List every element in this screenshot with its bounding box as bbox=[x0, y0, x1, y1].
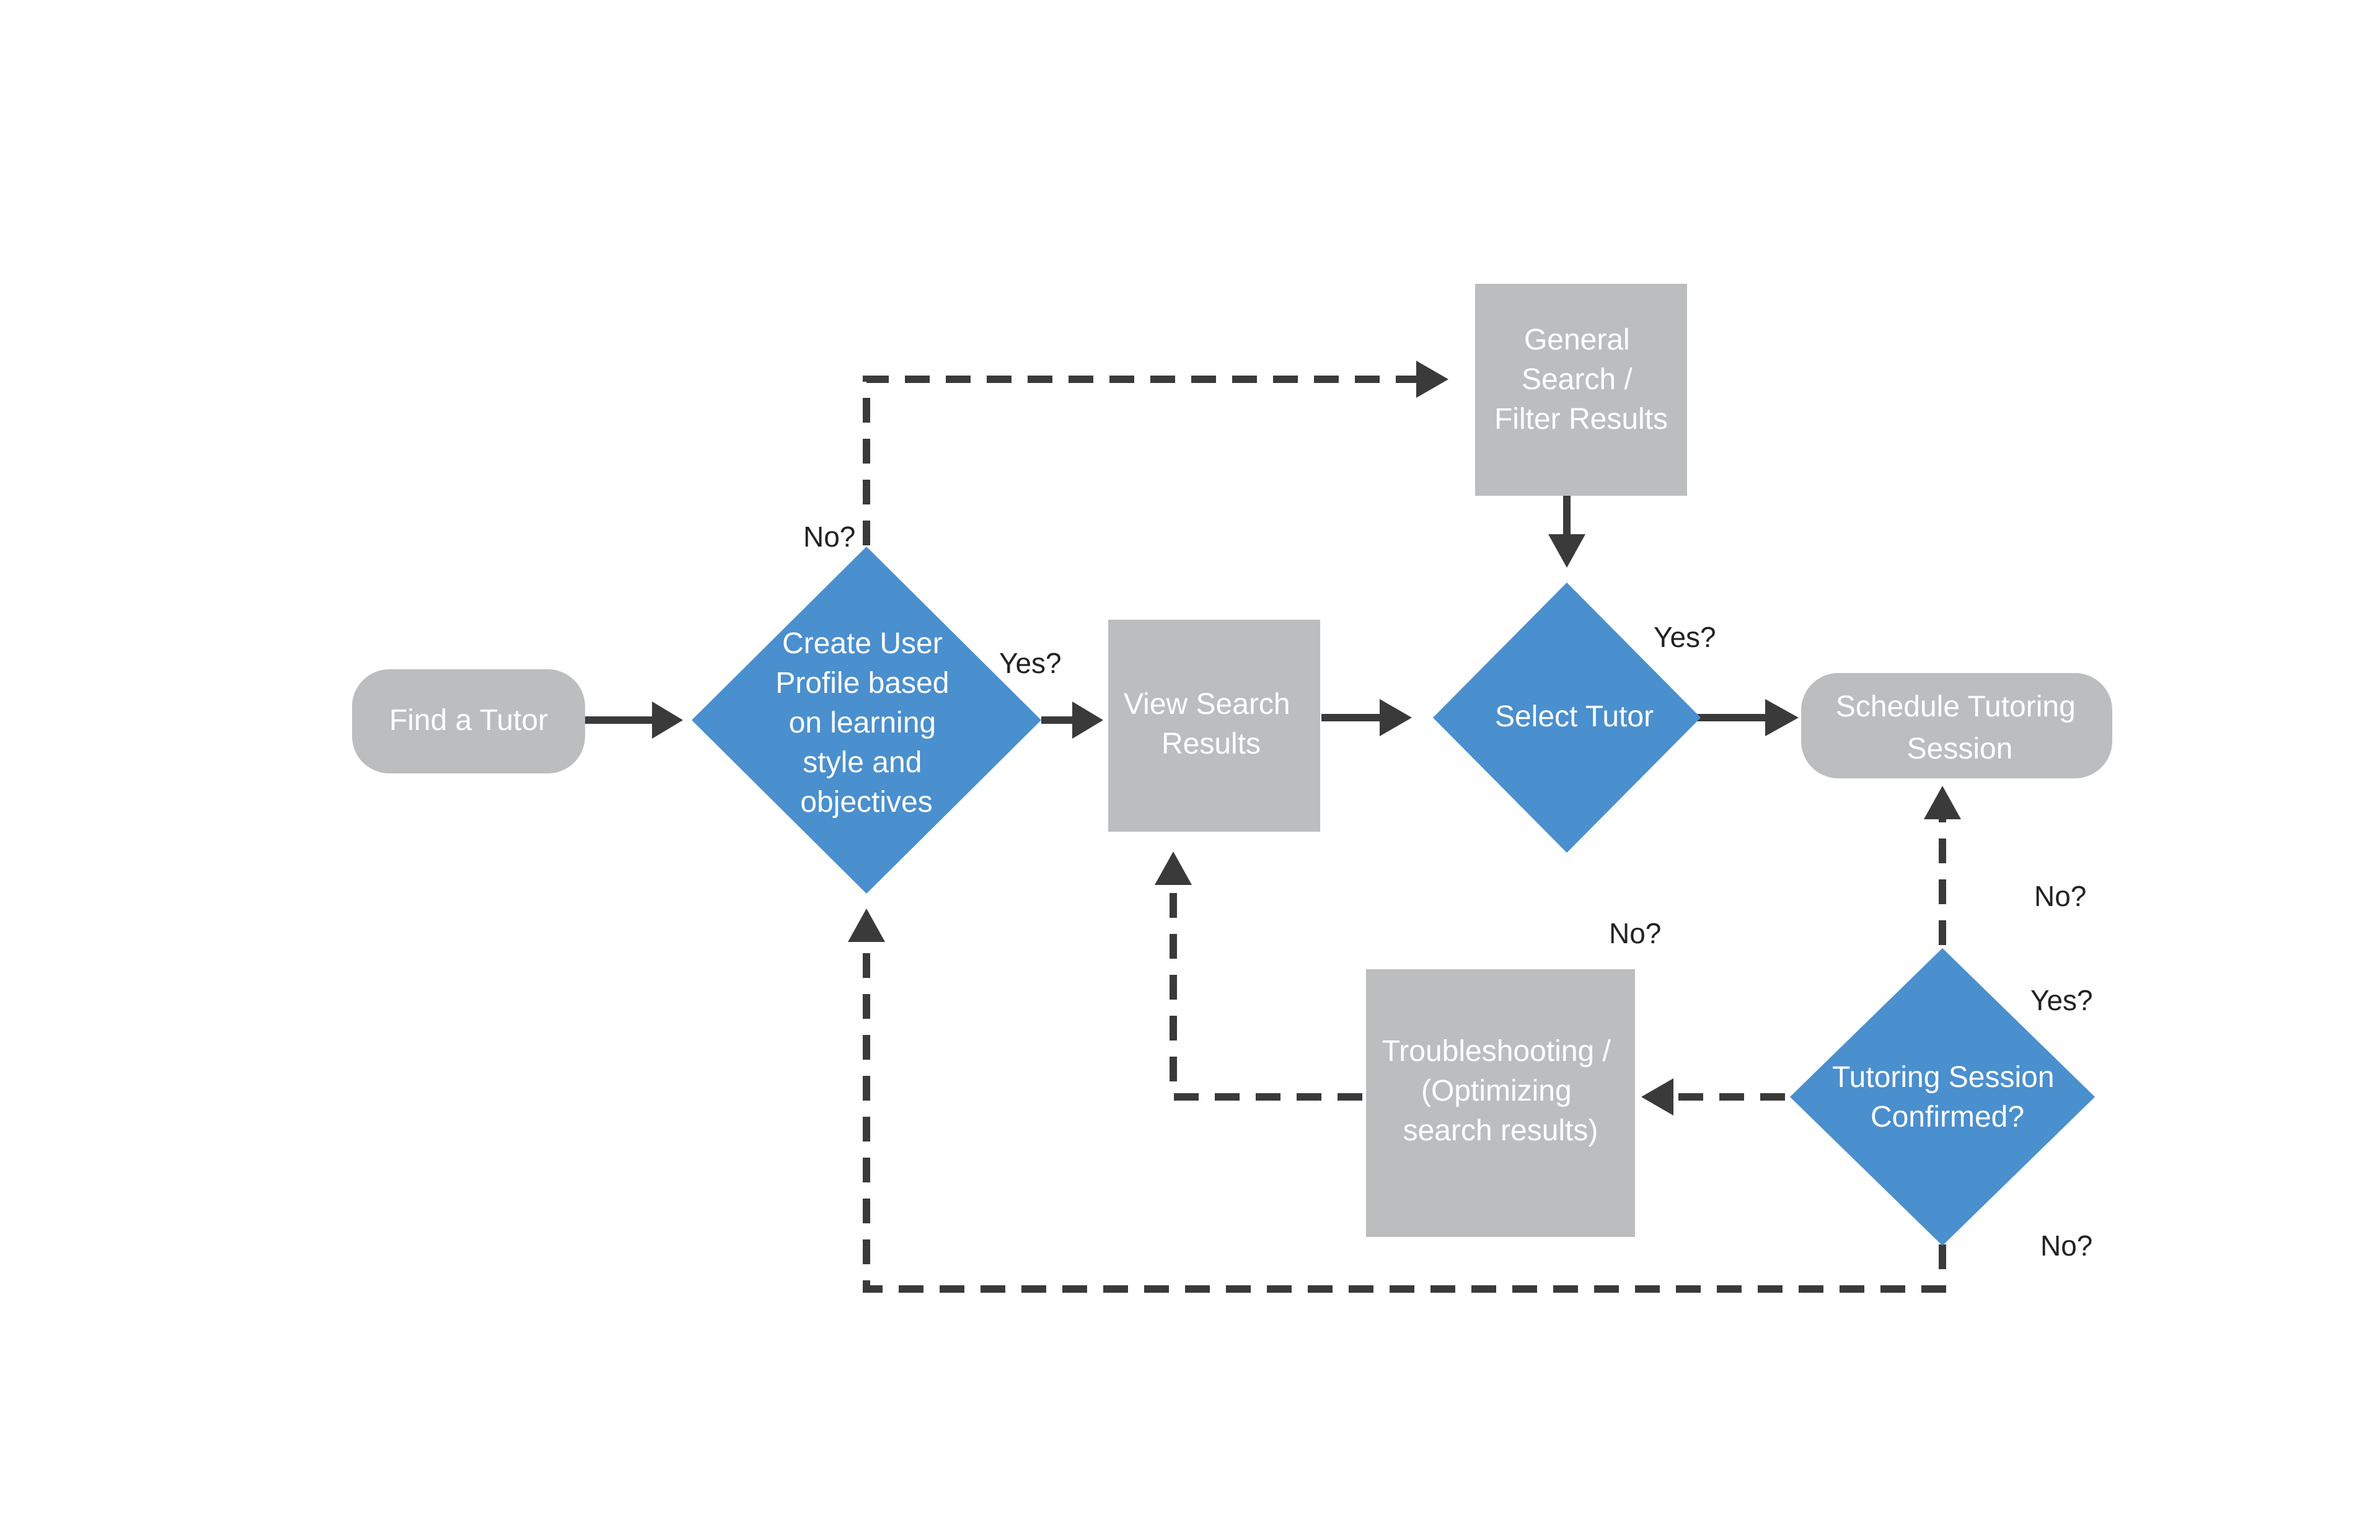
edge-confirmed-to-schedule bbox=[1924, 786, 1961, 945]
node-general-search: General Search / Filter Results bbox=[1475, 284, 1687, 496]
node-create-user-profile-label: Create User Profile based on learning st… bbox=[775, 627, 958, 819]
edge-confirmed-to-profile bbox=[848, 909, 1946, 1293]
edge-label-confirmed-yes: Yes? bbox=[2030, 984, 2093, 1016]
edge-label-profile-yes: Yes? bbox=[999, 647, 1062, 679]
edge-find-to-profile bbox=[583, 702, 683, 739]
node-troubleshooting-label: Troubleshooting / (Optimizing search res… bbox=[1382, 1035, 1619, 1147]
edge-view-results-to-select-tutor bbox=[1321, 699, 1412, 736]
node-schedule-tutoring-session: Schedule Tutoring Session bbox=[1801, 673, 2112, 778]
node-view-search-results: View Search Results bbox=[1108, 620, 1320, 832]
edge-label-troubleshooting-no: No? bbox=[1609, 917, 1661, 949]
edge-label-confirmed-no-profile: No? bbox=[2040, 1230, 2092, 1262]
edge-label-select-tutor-yes: Yes? bbox=[1654, 621, 1716, 653]
edge-profile-to-view-results bbox=[1041, 702, 1103, 739]
node-select-tutor-label: Select Tutor bbox=[1495, 700, 1654, 733]
edge-general-search-to-select-tutor bbox=[1548, 496, 1585, 568]
edge-troubleshooting-to-view-results bbox=[1155, 851, 1362, 1101]
edge-confirmed-to-troubleshooting bbox=[1641, 1078, 1785, 1115]
node-find-a-tutor: Find a Tutor bbox=[352, 669, 585, 773]
edge-label-profile-no: No? bbox=[803, 521, 855, 553]
node-schedule-tutoring-session-label: Schedule Tutoring Session bbox=[1836, 690, 2084, 765]
edge-label-confirmed-no-troubleshooting: No? bbox=[2034, 880, 2086, 912]
edge-select-tutor-to-schedule bbox=[1697, 699, 1799, 736]
node-tutoring-session-confirmed-label: Tutoring Session Confirmed? bbox=[1832, 1061, 2063, 1133]
node-troubleshooting: Troubleshooting / (Optimizing search res… bbox=[1366, 969, 1635, 1237]
edge-profile-to-general-search bbox=[863, 361, 1448, 545]
node-general-search-label: General Search / Filter Results bbox=[1494, 323, 1668, 436]
node-tutoring-session-confirmed: Tutoring Session Confirmed? bbox=[1790, 948, 2095, 1246]
node-select-tutor: Select Tutor bbox=[1433, 583, 1701, 853]
node-find-a-tutor-label: Find a Tutor bbox=[389, 704, 548, 737]
node-create-user-profile: Create User Profile based on learning st… bbox=[692, 547, 1041, 894]
node-view-search-results-label: View Search Results bbox=[1124, 688, 1298, 760]
